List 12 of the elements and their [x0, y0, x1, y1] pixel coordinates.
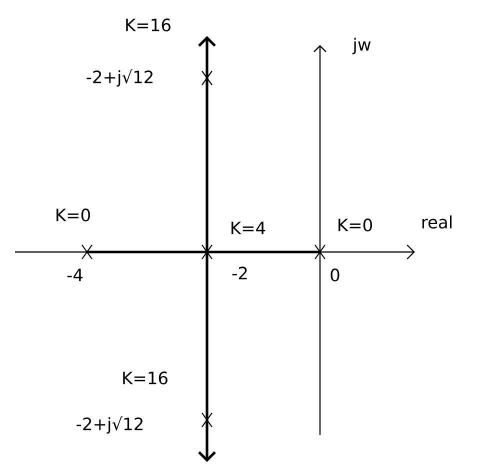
- axis-label: -2+j√12: [76, 416, 142, 434]
- axis-label: real: [422, 215, 452, 229]
- axis-label: -2+j√12: [86, 69, 152, 87]
- axis-label: 0: [330, 268, 340, 282]
- axis-label: jw: [352, 38, 371, 54]
- axis-label: K=4: [232, 222, 266, 234]
- axis-label: K=0: [56, 208, 90, 222]
- axis-label: -4: [67, 268, 83, 282]
- axis-label: K=0: [338, 218, 372, 232]
- axis-label: -2: [232, 266, 247, 280]
- axis-label: K=16: [126, 18, 170, 32]
- axis-label: K=16: [123, 372, 168, 384]
